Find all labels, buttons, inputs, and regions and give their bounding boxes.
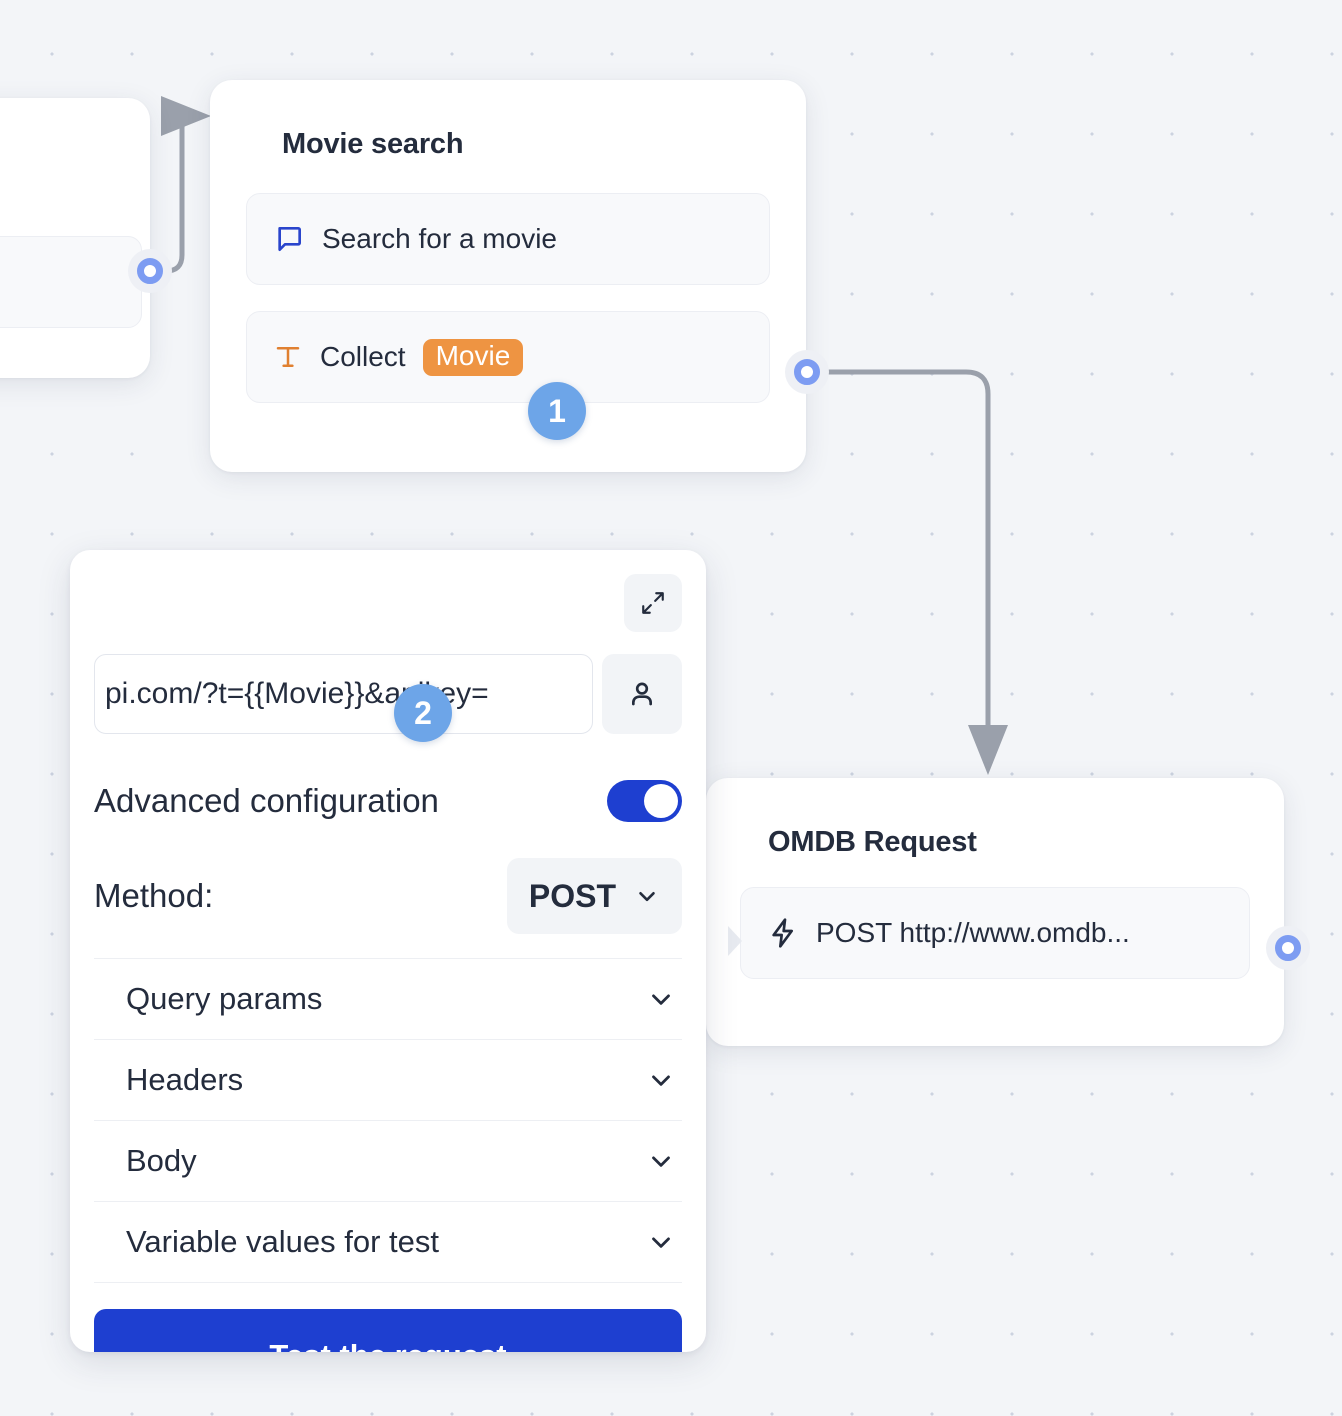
accordion-body[interactable]: Body [94, 1121, 682, 1202]
url-field-group[interactable]: pi.com/?t={{Movie}}&apikey= [94, 654, 682, 734]
chevron-down-icon [652, 994, 670, 1005]
step-badge-1: 1 [528, 382, 586, 440]
node-omdb-request[interactable]: OMDB Request POST http://www.omdb... [706, 778, 1284, 1046]
test-the-request-button[interactable]: Test the request [94, 1309, 682, 1352]
chevron-down-icon [639, 891, 655, 902]
accordion-variable-values-for-test[interactable]: Variable values for test [94, 1202, 682, 1283]
advanced-configuration-label: Advanced configuration [94, 782, 439, 819]
chat-bubble-icon [273, 223, 305, 255]
node-row-post-omdb[interactable]: POST http://www.omdb... [728, 887, 1250, 979]
person-icon[interactable] [602, 654, 682, 734]
chevron-down-icon [652, 1075, 670, 1086]
variable-tag-movie[interactable]: Movie [422, 338, 524, 376]
accordion-label: Body [126, 1143, 197, 1178]
text-t-icon [273, 342, 303, 372]
node-partial-left[interactable] [0, 98, 150, 378]
accordion-label: Query params [126, 981, 323, 1016]
node-movie-search-title: Movie search [282, 128, 464, 160]
method-row: Method: POST [94, 858, 682, 959]
node-movie-search[interactable]: Movie search Search for a movie Collect … [210, 80, 806, 472]
lightning-bolt-icon [767, 917, 799, 949]
request-url-input[interactable]: pi.com/?t={{Movie}}&apikey= [94, 654, 593, 734]
node-row-label: Search for a movie [322, 223, 557, 254]
chevron-down-icon [652, 1156, 670, 1167]
node-input-marker-icon [728, 926, 742, 956]
accordion-label: Variable values for test [126, 1224, 440, 1259]
node-row-label: Collect [320, 341, 406, 372]
edge-movie-search-to-omdb [826, 369, 1008, 775]
node-row-label: POST http://www.omdb... [816, 917, 1130, 948]
node-partial-left-row[interactable] [0, 236, 142, 328]
node-omdb-title: OMDB Request [768, 826, 977, 858]
port-left-node-output[interactable] [128, 249, 172, 293]
method-select[interactable]: POST [506, 858, 682, 934]
method-label: Method: [94, 877, 214, 914]
method-value: POST [528, 877, 616, 914]
port-movie-search-output[interactable] [785, 350, 829, 394]
advanced-configuration-toggle[interactable] [607, 780, 682, 822]
advanced-configuration-row[interactable]: Advanced configuration [94, 780, 682, 822]
expand-diagonal-icon[interactable] [624, 574, 682, 632]
edge-left-to-movie-search [149, 96, 211, 274]
accordion-query-params[interactable]: Query params [94, 959, 682, 1040]
accordion-headers[interactable]: Headers [94, 1040, 682, 1121]
request-config-panel[interactable]: pi.com/?t={{Movie}}&apikey= Advanced con… [70, 550, 706, 1352]
node-row-search-for-a-movie[interactable]: Search for a movie [246, 193, 770, 285]
chevron-down-icon [652, 1237, 670, 1248]
node-row-collect-movie[interactable]: Collect Movie [246, 311, 770, 403]
step-badge-2: 2 [394, 684, 452, 742]
accordion-label: Headers [126, 1062, 244, 1097]
port-omdb-output[interactable] [1266, 926, 1310, 970]
